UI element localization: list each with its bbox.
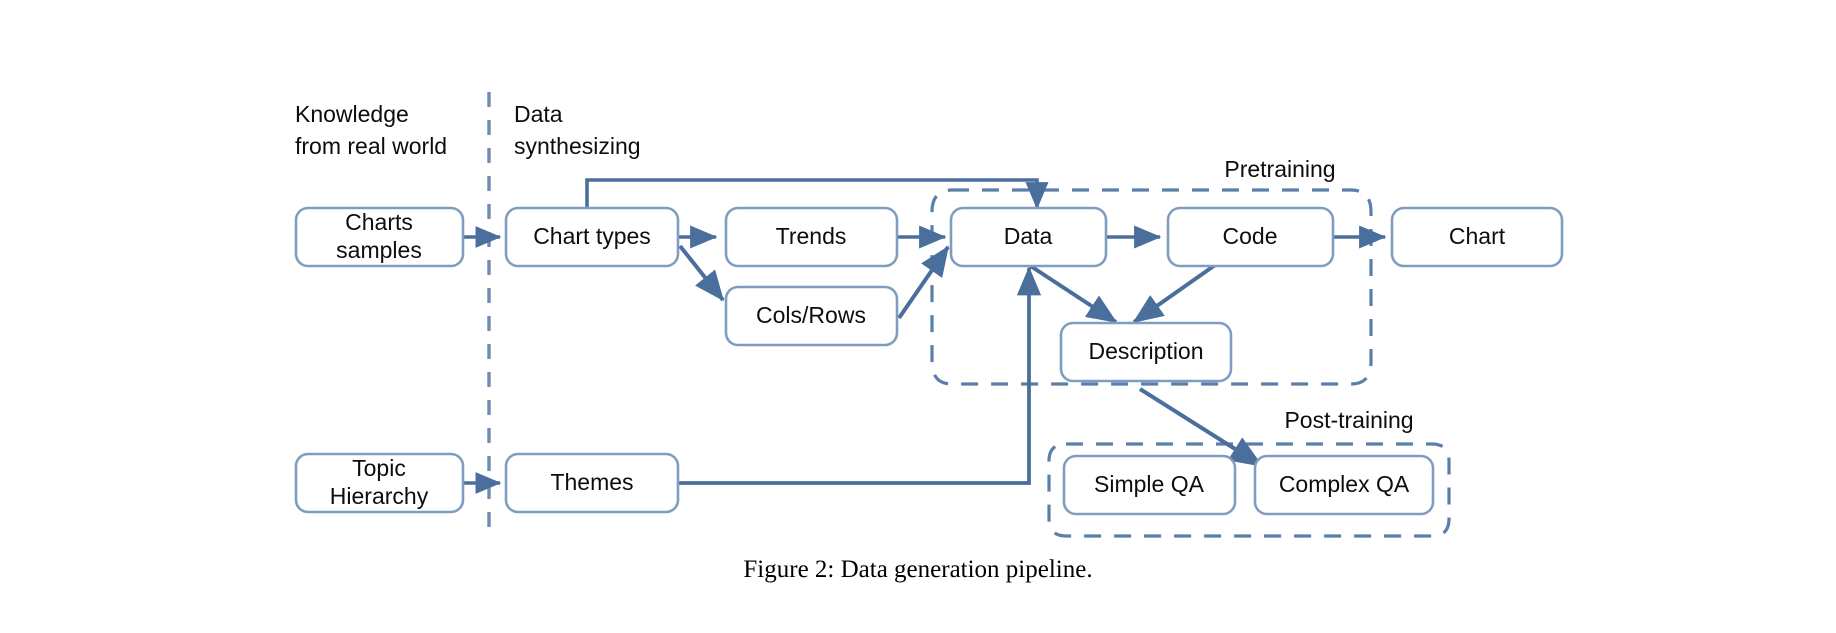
node-cols-rows-box bbox=[724, 285, 899, 347]
node-chart-label: Chart bbox=[1449, 223, 1506, 249]
node-topic-hierarchy-label-line1: Topic bbox=[352, 455, 406, 481]
node-charts-samples[interactable]: Charts samples bbox=[294, 206, 465, 268]
node-code-label: Code bbox=[1223, 223, 1278, 249]
node-chart-types-box bbox=[504, 206, 680, 268]
node-topic-hierarchy-box bbox=[294, 452, 465, 514]
node-charts-samples-label-line2: samples bbox=[336, 237, 422, 263]
edge-chart-types-to-cols-rows bbox=[678, 244, 725, 302]
node-trends-label: Trends bbox=[776, 223, 847, 249]
node-data-label: Data bbox=[1004, 223, 1053, 249]
node-description-box bbox=[1059, 321, 1233, 383]
node-simple-qa-box bbox=[1062, 454, 1237, 516]
node-topic-hierarchy[interactable]: Topic Hierarchy bbox=[294, 452, 465, 514]
node-cols-rows-label: Cols/Rows bbox=[756, 302, 866, 328]
group-label-pretraining: Pretraining bbox=[1224, 156, 1335, 182]
node-simple-qa-label: Simple QA bbox=[1094, 471, 1205, 497]
node-chart-types[interactable]: Chart types bbox=[504, 206, 680, 268]
figure-caption: Figure 2: Data generation pipeline. bbox=[743, 556, 1093, 583]
stage-label-knowledge-line2: from real world bbox=[295, 133, 447, 159]
node-trends[interactable]: Trends bbox=[724, 206, 899, 268]
node-topic-hierarchy-label-line2: Hierarchy bbox=[330, 483, 429, 509]
stage-label-knowledge-line1: Knowledge bbox=[295, 101, 409, 127]
node-data-box bbox=[949, 206, 1108, 268]
node-cols-rows[interactable]: Cols/Rows bbox=[724, 285, 899, 347]
edge-themes-to-data-elbow bbox=[678, 266, 1042, 485]
edge-chart-types-to-data-loopback bbox=[585, 178, 1049, 219]
node-simple-qa[interactable]: Simple QA bbox=[1062, 454, 1237, 516]
group-label-post-training: Post-training bbox=[1284, 407, 1413, 433]
node-chart-types-label: Chart types bbox=[533, 223, 651, 249]
edge-cols-rows-to-data bbox=[897, 245, 950, 320]
node-themes-label: Themes bbox=[550, 469, 633, 495]
node-complex-qa-box bbox=[1253, 454, 1435, 516]
post-training-group-outline bbox=[1047, 442, 1451, 538]
node-data[interactable]: Data bbox=[949, 206, 1108, 268]
node-trends-box bbox=[724, 206, 899, 268]
node-chart[interactable]: Chart bbox=[1390, 206, 1564, 268]
node-themes[interactable]: Themes bbox=[504, 452, 680, 514]
edge-code-to-description bbox=[1132, 261, 1220, 324]
node-complex-qa-label: Complex QA bbox=[1279, 471, 1410, 497]
node-description[interactable]: Description bbox=[1059, 321, 1233, 383]
edge-pretraining-to-post-training bbox=[1138, 387, 1264, 468]
stage-label-synthesizing-line2: synthesizing bbox=[514, 133, 641, 159]
node-complex-qa[interactable]: Complex QA bbox=[1253, 454, 1435, 516]
stage-label-synthesizing-line1: Data bbox=[514, 101, 563, 127]
node-chart-box bbox=[1390, 206, 1564, 268]
pretraining-group-outline bbox=[930, 188, 1373, 386]
edge-data-to-description bbox=[1024, 261, 1118, 324]
node-code[interactable]: Code bbox=[1166, 206, 1335, 268]
node-charts-samples-label-line1: Charts bbox=[345, 209, 413, 235]
node-themes-box bbox=[504, 452, 680, 514]
node-charts-samples-box bbox=[294, 206, 465, 268]
node-description-label: Description bbox=[1088, 338, 1203, 364]
node-code-box bbox=[1166, 206, 1335, 268]
